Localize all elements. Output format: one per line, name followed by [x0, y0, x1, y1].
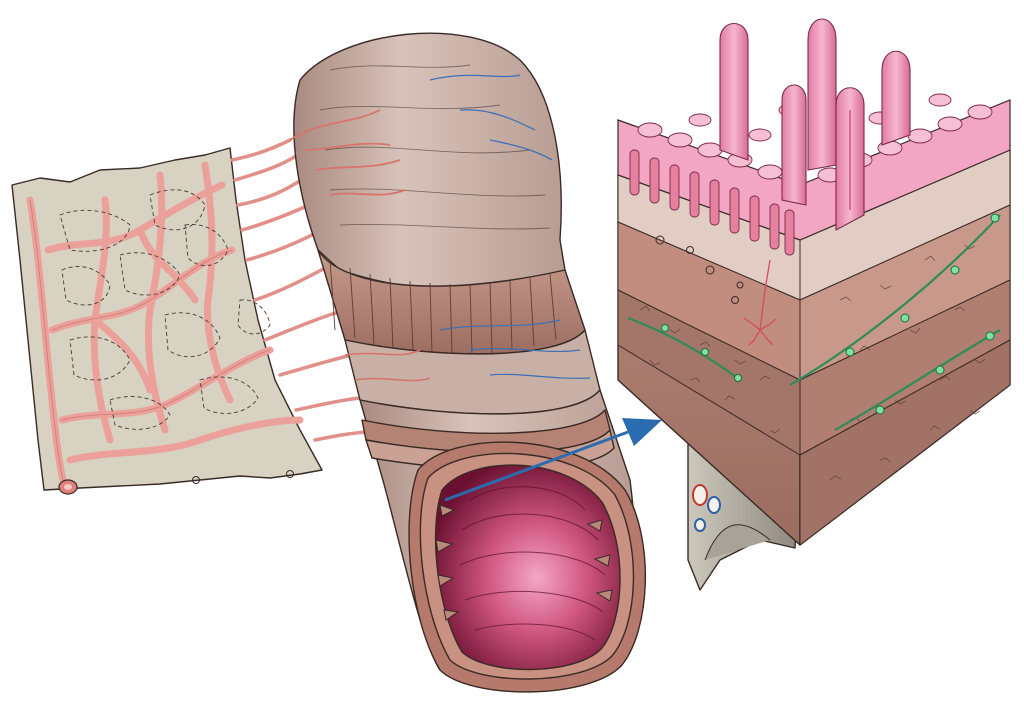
- intestinal-lumen: [434, 464, 621, 671]
- wall-section-block: [617, 18, 1011, 591]
- nerve-plexus: [627, 214, 1001, 431]
- lacteal-branch: [743, 259, 777, 346]
- villi: [719, 18, 911, 231]
- mesentery-sheet: [11, 147, 323, 495]
- intestine-tube: [289, 32, 646, 693]
- vessel-cross-sections: [692, 484, 721, 532]
- pointer-arrow-icon: [444, 418, 662, 502]
